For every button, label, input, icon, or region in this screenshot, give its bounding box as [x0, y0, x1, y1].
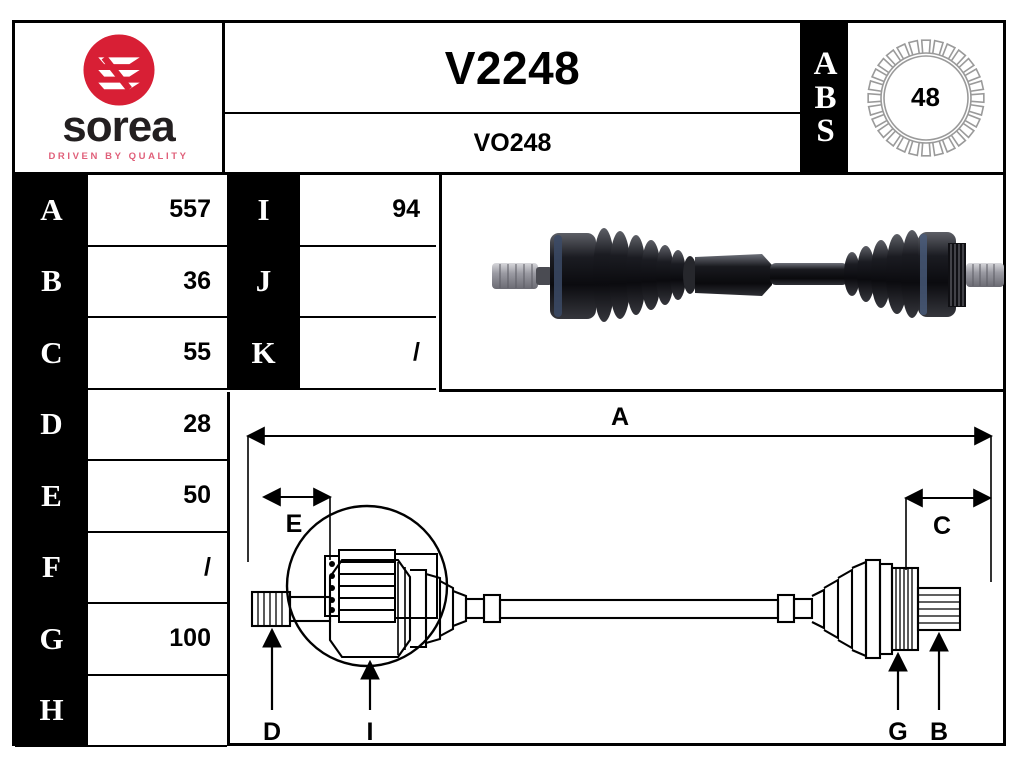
header: sorea DRIVEN BY QUALITY V2248 VO248 A B … — [15, 23, 1003, 175]
dimension-label-e: E — [286, 510, 303, 538]
dimension-label-a: A — [611, 403, 629, 431]
sorea-s-emblem-icon — [82, 34, 155, 106]
part-reference: VO248 — [473, 128, 552, 157]
spec-key-e: E — [15, 461, 88, 531]
brand-logo-cell: sorea DRIVEN BY QUALITY — [15, 23, 225, 172]
callout-label-d: D — [263, 718, 281, 746]
drive-shaft-photo — [492, 228, 1004, 322]
technical-drawing-panel: A E C — [227, 392, 1003, 746]
brand-tagline: DRIVEN BY QUALITY — [48, 150, 189, 162]
abs-teeth-count: 48 — [911, 82, 940, 112]
spec-key-j: J — [227, 246, 300, 316]
spec-key-d: D — [15, 389, 88, 459]
product-photo-panel — [439, 175, 1004, 392]
spec-key-i: I — [227, 175, 300, 245]
product-datasheet: sorea DRIVEN BY QUALITY V2248 VO248 A B … — [12, 20, 1006, 747]
abs-letter-a: A — [813, 45, 838, 82]
title-cell: V2248 VO248 — [225, 23, 803, 172]
abs-label: A B S — [803, 23, 848, 172]
spec-value-e: 50 — [88, 461, 227, 531]
spec-value-a: 557 — [88, 175, 227, 245]
spec-value-i: 94 — [300, 175, 436, 245]
spec-key-g: G — [15, 604, 88, 674]
abs-ring-cell: 48 — [848, 23, 1003, 172]
spec-value-h — [88, 675, 227, 745]
abs-tone-ring-icon — [866, 38, 985, 157]
abs-letter-b: B — [814, 79, 837, 116]
spec-row-j: J — [227, 246, 436, 318]
spec-key-k: K — [227, 318, 300, 388]
spec-value-c: 55 — [88, 318, 227, 388]
spec-value-f: / — [88, 532, 227, 602]
technical-drawing: A E C — [245, 403, 994, 746]
spline-detail-magnifier-icon — [285, 504, 449, 668]
spec-row-k: K/ — [227, 318, 436, 390]
callout-label-g: G — [888, 718, 907, 746]
callout-label-b: B — [930, 718, 948, 746]
spec-key-b: B — [15, 246, 88, 316]
spec-key-a: A — [15, 175, 88, 245]
spec-row-h: H — [15, 675, 227, 747]
spec-value-d: 28 — [88, 389, 227, 459]
spec-key-f: F — [15, 532, 88, 602]
abs-letter-s: S — [816, 113, 835, 150]
spec-row-f: F/ — [15, 532, 227, 604]
callout-label-i: I — [367, 718, 374, 746]
spec-value-k: / — [300, 318, 436, 388]
spec-value-g: 100 — [88, 604, 227, 674]
spec-key-c: C — [15, 318, 88, 388]
brand-wordmark: sorea — [62, 102, 175, 152]
spec-value-b: 36 — [88, 246, 227, 316]
spec-value-j — [300, 246, 436, 316]
part-number: V2248 — [225, 23, 800, 114]
dimension-label-c: C — [933, 512, 951, 540]
spec-key-h: H — [15, 675, 88, 745]
